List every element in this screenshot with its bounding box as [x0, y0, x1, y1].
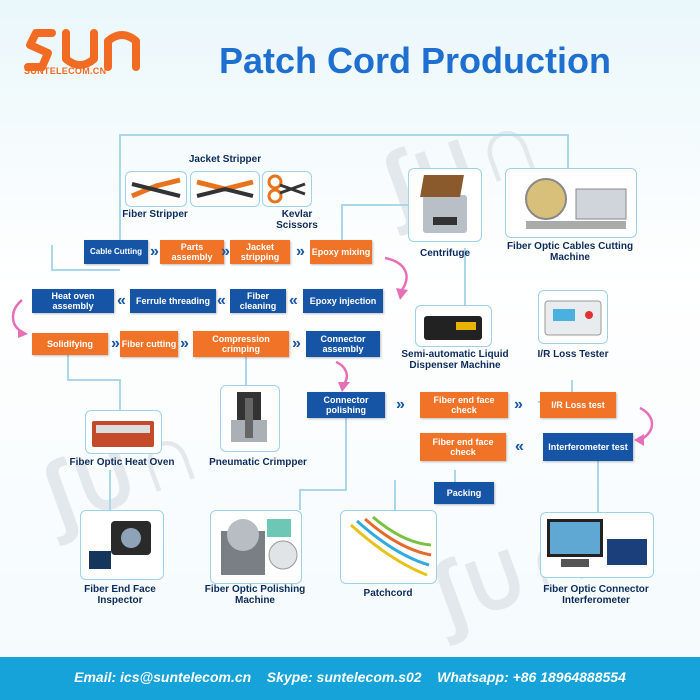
crimpper-icon — [231, 392, 267, 442]
stripper-tool-icon — [131, 177, 181, 199]
interferometer-image — [540, 512, 654, 578]
cables-cutting-machine-image — [505, 168, 637, 238]
kevlar-scissors-label: Kevlar Scissors — [276, 209, 318, 231]
step-end-face-check-2: Fiber end face check — [420, 433, 506, 461]
centrifuge-image — [408, 168, 482, 242]
cutting-machine-icon — [525, 178, 627, 229]
cables-cutting-machine-label: Fiber Optic Cables Cutting Machine — [506, 241, 634, 263]
brand-name: SUNTELECOM.CN — [24, 66, 107, 76]
crimpper-image — [220, 385, 280, 452]
patchcord-label: Patchcord — [363, 588, 413, 599]
chevron-right-icon: » — [296, 243, 305, 260]
chevron-right-icon: » — [111, 335, 120, 352]
jacket-stripper-image — [190, 171, 260, 207]
polishing-icon — [221, 519, 298, 575]
step-epoxy-mixing: Epoxy mixing — [310, 240, 372, 264]
chevron-left-icon: « — [117, 292, 126, 309]
brand-logo — [24, 29, 140, 71]
scissors-icon — [267, 174, 306, 204]
fiber-stripper-image — [125, 171, 187, 207]
chevron-right-icon: » — [514, 396, 523, 413]
chevron-right-icon: » — [221, 243, 230, 260]
interferometer-label: Fiber Optic Connector Interferometer — [543, 584, 649, 606]
chevron-left-icon: « — [289, 292, 298, 309]
step-jacket-stripping: Jacket stripping — [230, 240, 290, 264]
fiber-stripper-label: Fiber Stripper — [122, 209, 188, 220]
patchcord-icon — [349, 515, 432, 577]
dispenser-icon — [424, 316, 482, 340]
ir-loss-tester-image — [538, 290, 608, 344]
step-epoxy-injection: Epoxy injection — [303, 289, 383, 313]
end-face-inspector-image — [80, 510, 164, 580]
step-packing: Packing — [434, 482, 494, 504]
step-heat-oven-assembly: Heat oven assembly — [32, 289, 114, 313]
step-interferometer-test: Interferometer test — [543, 433, 633, 461]
step-fiber-cleaning: Fiber cleaning — [230, 289, 286, 313]
crimpper-label: Pneumatic Crimpper — [209, 457, 307, 468]
step-compression-crimping: Compression crimping — [193, 331, 289, 357]
heat-oven-label: Fiber Optic Heat Oven — [69, 457, 175, 468]
inspector-icon — [89, 521, 151, 569]
step-connector-assembly: Connector assembly — [306, 331, 380, 357]
chevron-left-icon: « — [515, 438, 524, 455]
step-fiber-cutting: Fiber cutting — [120, 331, 178, 357]
polishing-machine-image — [210, 510, 302, 584]
heat-oven-image — [85, 410, 162, 454]
step-cable-cutting: Cable Cutting — [84, 240, 148, 264]
step-end-face-check-1: Fiber end face check — [420, 392, 508, 418]
kevlar-scissors-image — [262, 171, 312, 207]
dispenser-label: Semi-automatic Liquid Dispenser Machine — [401, 349, 509, 371]
chevron-right-icon: » — [180, 335, 189, 352]
chevron-right-icon: » — [292, 335, 301, 352]
chevron-right-icon: » — [396, 396, 405, 413]
ir-loss-tester-label: I/R Loss Tester — [537, 349, 609, 360]
step-parts-assembly: Parts assembly — [160, 240, 224, 264]
step-ferrule-threading: Ferrule threading — [130, 289, 216, 313]
contact-footer: Email: ics@suntelecom.cn Skype: suntelec… — [0, 657, 700, 700]
centrifuge-icon — [420, 175, 467, 233]
centrifuge-label: Centrifuge — [420, 248, 470, 259]
polishing-machine-label: Fiber Optic Polishing Machine — [204, 584, 306, 606]
stripper-tool-icon — [196, 179, 254, 198]
step-ir-loss-test: I/R Loss test — [540, 392, 616, 418]
end-face-inspector-label: Fiber End Face Inspector — [84, 584, 156, 606]
interferometer-icon — [547, 519, 647, 567]
step-solidifying: Solidifying — [32, 333, 108, 355]
oven-icon — [92, 421, 154, 447]
page-title: Patch Cord Production — [218, 40, 611, 81]
patchcord-image — [340, 510, 437, 584]
step-connector-polishing: Connector polishing — [307, 392, 385, 418]
chevron-left-icon: « — [217, 292, 226, 309]
tester-icon — [544, 300, 602, 336]
jacket-stripper-label: Jacket Stripper — [188, 154, 262, 165]
chevron-right-icon: » — [150, 243, 159, 260]
dispenser-image — [415, 305, 492, 347]
contact-info: Email: ics@suntelecom.cn Skype: suntelec… — [74, 669, 626, 685]
